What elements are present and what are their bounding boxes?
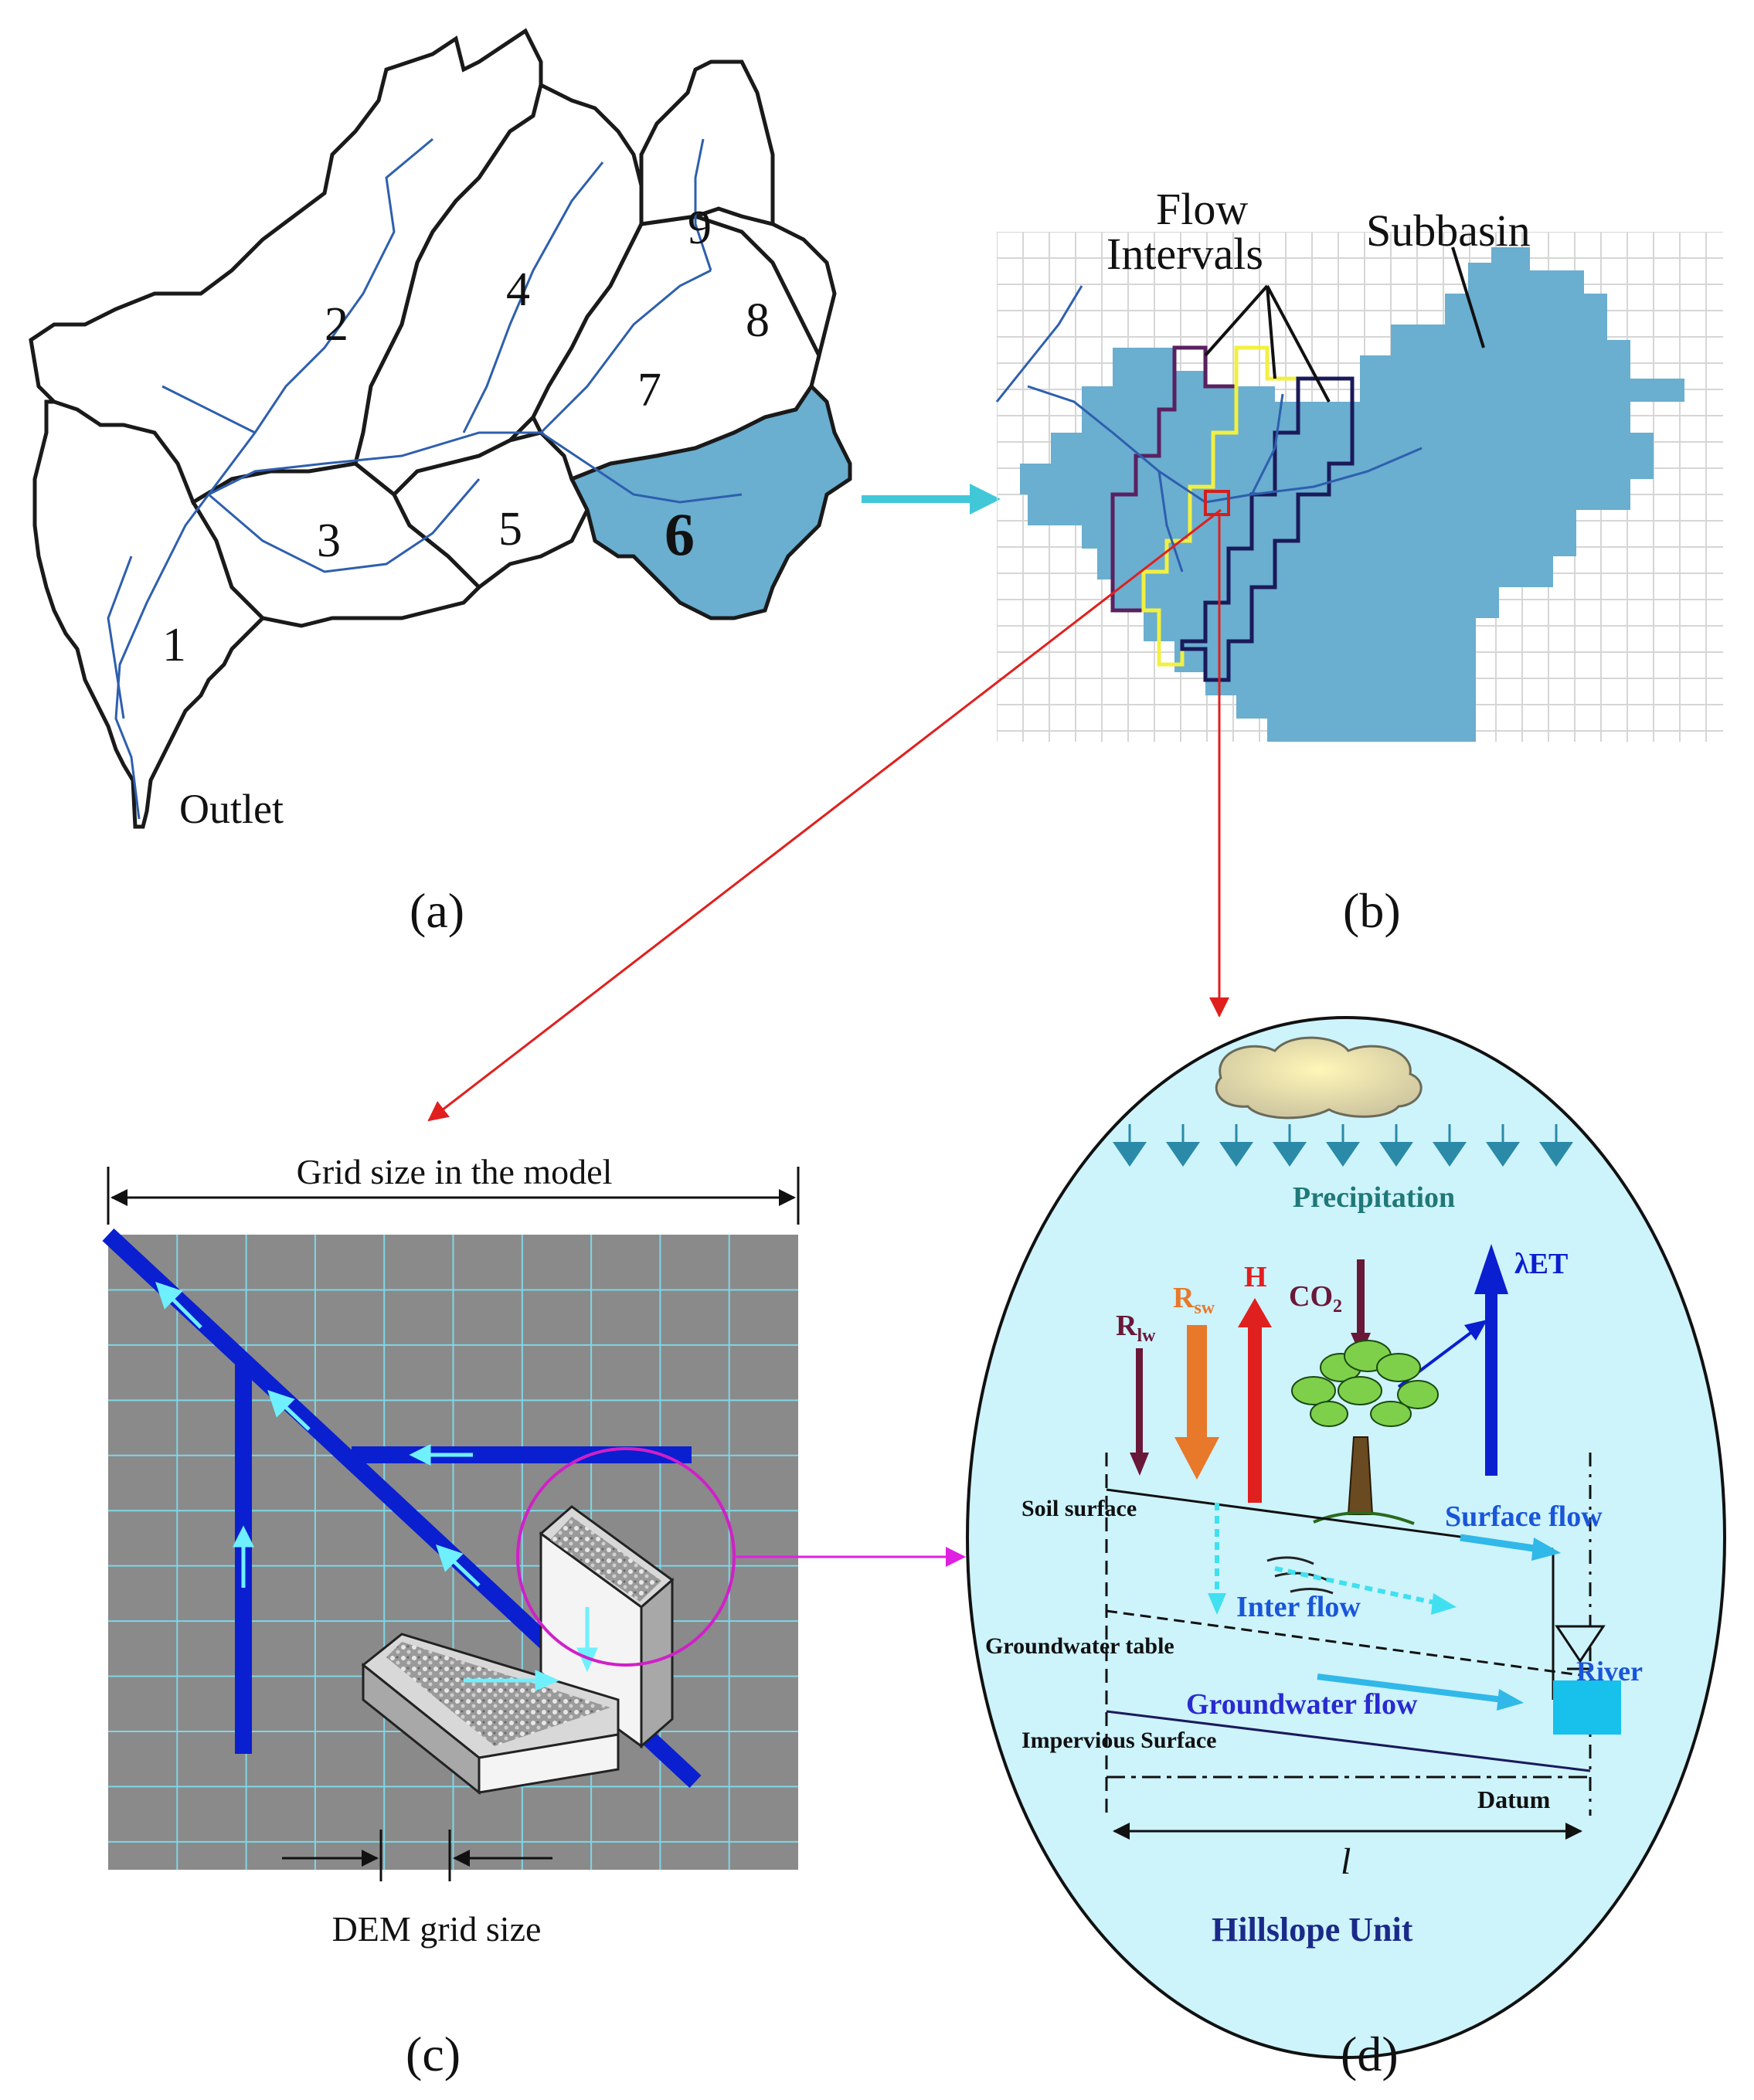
groundwater-flow-label: Groundwater flow bbox=[1186, 1688, 1418, 1721]
rain-drop-icon bbox=[1219, 1142, 1253, 1167]
surface-flow-arrow bbox=[1460, 1534, 1561, 1561]
caption-d: (d) bbox=[1341, 2027, 1399, 2081]
flow-interval-leader-lines bbox=[1204, 284, 1331, 403]
inter-flow-label: Inter flow bbox=[1236, 1591, 1361, 1623]
stream-branch-6 bbox=[540, 431, 743, 504]
subbasin-label: Subbasin bbox=[1366, 206, 1531, 256]
subbasin-label-6: 6 bbox=[665, 501, 695, 568]
rain-drop-icon bbox=[1379, 1142, 1413, 1167]
rain-drop-icon bbox=[1273, 1142, 1307, 1167]
soil-surface-label: Soil surface bbox=[1021, 1496, 1137, 1521]
panel-b-subbasin-shape bbox=[1020, 247, 1684, 742]
panel-c-grid-model: Grid size in the model bbox=[102, 1152, 800, 2081]
subbasin-label-7: 7 bbox=[637, 364, 661, 416]
subbasin-leader-line bbox=[1451, 246, 1485, 348]
panel-b-stream-1 bbox=[995, 285, 1083, 403]
rsw-label: Rsw bbox=[1173, 1282, 1215, 1318]
subbasin-label-8: 8 bbox=[746, 294, 770, 347]
subbasin-label-9: 9 bbox=[688, 202, 712, 254]
h-arrow bbox=[1238, 1298, 1272, 1503]
arrow-cell-to-grid bbox=[427, 508, 1222, 1122]
subbasin-6-shape bbox=[569, 383, 852, 620]
rsw-arrow bbox=[1174, 1325, 1219, 1480]
length-label: l bbox=[1341, 1841, 1351, 1882]
stream-branch-2 bbox=[207, 138, 433, 495]
hillslope-ellipse bbox=[966, 1016, 1726, 2059]
panel-a-watershed: 1 2 3 4 5 6 7 8 9 Outlet (a) bbox=[29, 28, 852, 938]
arrow-a-to-b bbox=[862, 484, 1001, 515]
rain-drop-icon bbox=[1326, 1142, 1360, 1167]
h-label: H bbox=[1244, 1261, 1267, 1293]
et-arrow bbox=[1397, 1244, 1508, 1476]
et-label: λET bbox=[1514, 1248, 1568, 1280]
caption-c: (c) bbox=[406, 2027, 461, 2081]
subbasin-label-2: 2 bbox=[325, 298, 348, 351]
subbasin-9-shape bbox=[639, 59, 775, 227]
panel-d-hillslope-unit: Precipitation Rlw Rsw H CO2 λET bbox=[966, 1016, 1726, 2081]
subbasin-label-1: 1 bbox=[162, 619, 186, 671]
stream-main bbox=[114, 431, 541, 820]
subbasin-label-5: 5 bbox=[498, 503, 522, 556]
selected-cell-marker bbox=[1204, 490, 1230, 516]
cell-blocks bbox=[361, 1505, 675, 1796]
subbasin-3-shape bbox=[190, 461, 482, 628]
stream-branch-9 bbox=[694, 138, 712, 271]
impervious-surface-label: Impervious Surface bbox=[1021, 1728, 1216, 1753]
datum-label: Datum bbox=[1477, 1786, 1551, 1813]
grid-size-model-label: Grid size in the model bbox=[297, 1152, 613, 1191]
inter-flow-arrows bbox=[1215, 1503, 1438, 1606]
stream-branch-7 bbox=[539, 269, 712, 434]
precipitation-label: Precipitation bbox=[1293, 1181, 1455, 1214]
co2-label: CO2 bbox=[1289, 1280, 1342, 1317]
groundwater-flow-arrow bbox=[1317, 1674, 1524, 1711]
subbasin-label-4: 4 bbox=[506, 263, 530, 316]
groundwater-table-label: Groundwater table bbox=[985, 1633, 1174, 1659]
panel-b-stream-4 bbox=[1250, 393, 1284, 495]
flow-interval-navy bbox=[1180, 376, 1355, 682]
dem-grid-size-label: DEM grid size bbox=[332, 1909, 542, 1949]
cloud-icon bbox=[1215, 1036, 1423, 1120]
groundwater-table-line bbox=[1106, 1609, 1581, 1677]
caption-a: (a) bbox=[410, 883, 464, 938]
rain-drop-icon bbox=[1166, 1142, 1200, 1167]
panel-b-stream-3 bbox=[1157, 471, 1184, 573]
precipitation-arrows bbox=[1113, 1124, 1573, 1167]
stream-branch-4 bbox=[462, 161, 604, 433]
subbasin-label-3: 3 bbox=[317, 515, 341, 567]
stream-branch-1 bbox=[107, 556, 133, 719]
tree-icon bbox=[1291, 1340, 1439, 1525]
rain-drop-icon bbox=[1486, 1142, 1520, 1167]
rlw-label: Rlw bbox=[1116, 1310, 1156, 1346]
rlw-arrow bbox=[1130, 1348, 1149, 1476]
rain-drop-icon bbox=[1113, 1142, 1147, 1167]
rain-drop-icon bbox=[1433, 1142, 1467, 1167]
stream-branch-2b bbox=[161, 385, 256, 434]
river-label: River bbox=[1576, 1656, 1643, 1687]
flow-intervals-label-line1: Flow bbox=[1156, 184, 1248, 234]
stream-branch-3 bbox=[208, 478, 481, 573]
panel-b-subbasin-grid: Flow Intervals Subbasin (b) bbox=[995, 184, 1723, 938]
river-icon bbox=[1553, 1625, 1621, 1735]
hillslope-unit-label: Hillslope Unit bbox=[1212, 1911, 1413, 1949]
caption-b: (b) bbox=[1343, 883, 1401, 938]
impervious-surface-line bbox=[1106, 1710, 1591, 1772]
flow-intervals-label-line2: Intervals bbox=[1106, 229, 1263, 279]
surface-flow-label: Surface flow bbox=[1445, 1500, 1603, 1533]
rain-drop-icon bbox=[1539, 1142, 1573, 1167]
outlet-label: Outlet bbox=[179, 786, 284, 832]
